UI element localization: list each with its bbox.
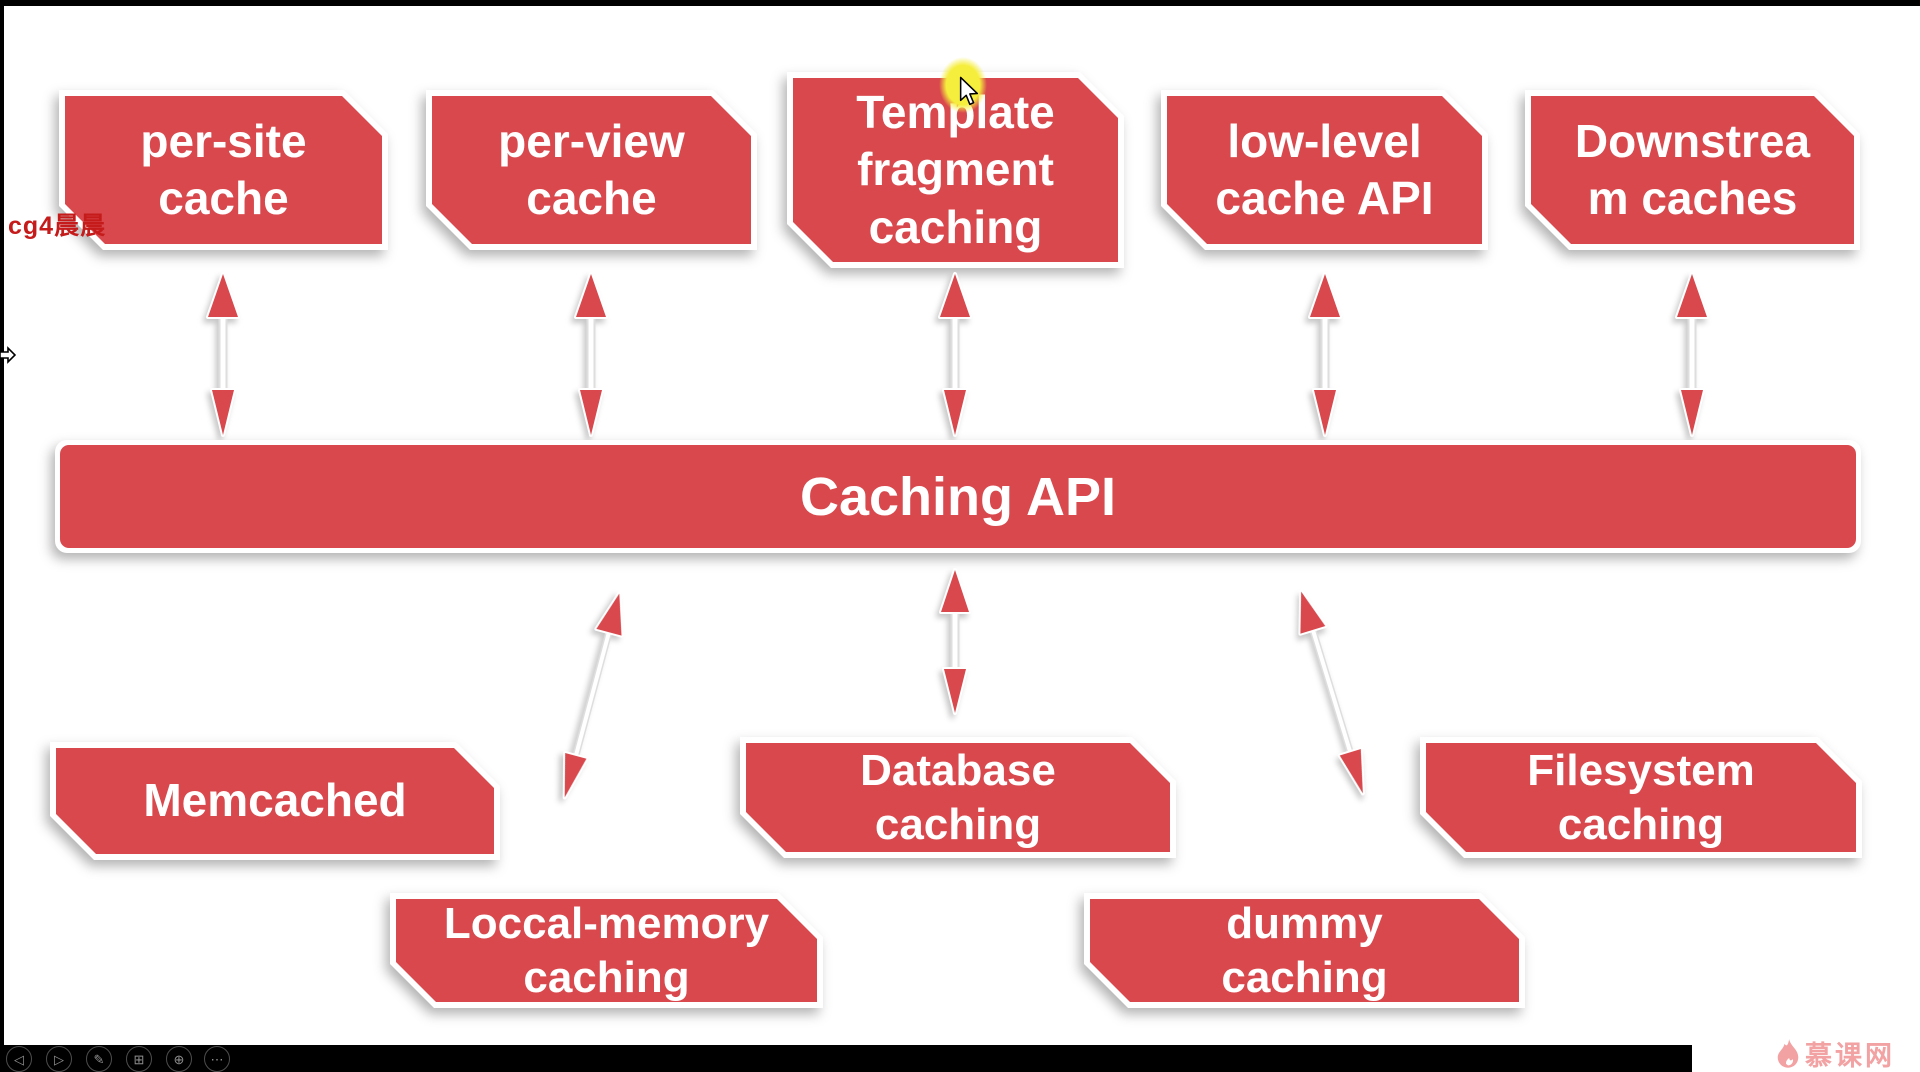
watermark-text: cg4晨晨 — [8, 212, 107, 240]
mouse-cursor-icon — [959, 76, 979, 106]
node-memcached: Memcached — [50, 742, 500, 860]
next-slide-icon[interactable]: ▷ — [46, 1046, 72, 1072]
top-letterbox — [0, 0, 1920, 6]
double-arrow-icon — [545, 586, 639, 804]
left-letterbox — [0, 0, 4, 1072]
site-logo-text: 慕课网 — [1805, 1041, 1895, 1071]
double-arrow-icon — [1281, 584, 1382, 801]
node-caching-api-bar: Caching API — [55, 440, 1861, 553]
zoom-icon[interactable]: ⊕ — [166, 1046, 192, 1072]
double-arrow-icon — [203, 272, 243, 437]
site-logo: 慕课网 — [1775, 1034, 1895, 1072]
see-all-slides-icon[interactable]: ⊞ — [126, 1046, 152, 1072]
double-arrow-icon — [1305, 272, 1345, 437]
more-options-icon[interactable]: ⋯ — [204, 1046, 230, 1072]
double-arrow-icon — [571, 272, 611, 437]
node-label: Memcached — [56, 748, 494, 854]
edge-arrow-icon — [0, 346, 16, 364]
pen-icon[interactable]: ✎ — [86, 1046, 112, 1072]
double-arrow-icon — [935, 272, 975, 437]
flame-icon — [1777, 1038, 1799, 1068]
double-arrow-icon — [1672, 272, 1712, 437]
caching-api-label: Caching API — [60, 445, 1856, 548]
presenter-toolbar — [0, 1045, 1692, 1072]
double-arrow-icon — [935, 568, 975, 715]
previous-slide-icon[interactable]: ◁ — [6, 1046, 32, 1072]
